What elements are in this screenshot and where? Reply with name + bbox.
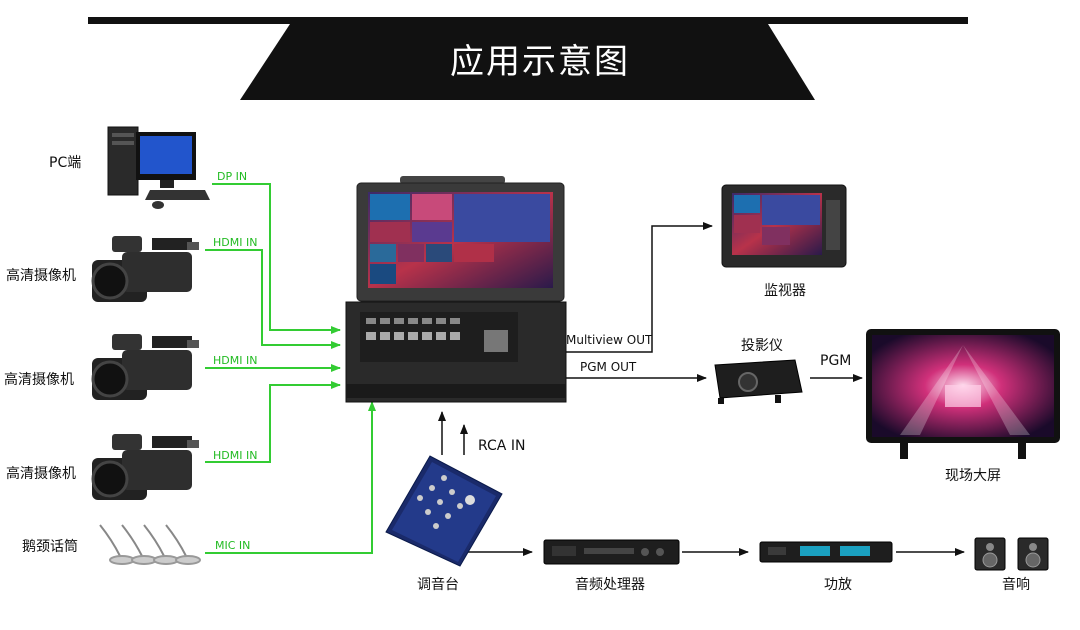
mixer-icon [385,455,503,567]
device-label-amplifier: 功放 [824,577,852,593]
signal-label-pgm-out: PGM OUT [580,360,637,374]
speakers-icon [974,537,1049,571]
source-label-camera-2: 高清摄像机 [4,372,74,388]
gooseneck-microphone-icon [99,524,201,565]
amplifier-icon [759,541,893,563]
signal-label-hdmi-in-3: HDMI IN [213,449,258,462]
projector-icon [714,359,803,404]
signal-label-hdmi-in-1: HDMI IN [213,236,258,249]
signal-label-multiview-out: Multiview OUT [566,333,653,347]
input-connectors [205,183,376,554]
page-title: 应用示意图 [450,42,630,82]
signal-label-dp-in: DP IN [217,170,248,183]
device-label-monitor: 监视器 [764,283,806,299]
device-label-audio-processor: 音频处理器 [575,577,645,593]
output-connectors [438,222,965,556]
camcorder-icon [91,434,199,500]
portable-switcher-icon [345,176,567,403]
signal-label-pgm: PGM [820,353,852,369]
device-label-speakers: 音响 [1002,577,1030,593]
signal-label-rca-in: RCA IN [478,438,526,454]
monitor-icon [721,184,847,268]
device-label-projector: 投影仪 [741,338,783,354]
camcorder-icon [91,334,199,400]
signal-label-hdmi-in-2: HDMI IN [213,354,258,367]
device-label-big-screen: 现场大屏 [945,468,1001,484]
source-label-camera-1: 高清摄像机 [6,268,76,284]
desktop-pc-icon [107,126,210,209]
device-label-mixer: 调音台 [417,577,459,593]
big-screen-icon [866,329,1060,459]
source-label-pc: PC端 [49,155,82,171]
signal-label-mic-in: MIC IN [215,539,251,552]
title-banner [88,17,968,100]
source-label-camera-3: 高清摄像机 [6,466,76,482]
audio-processor-icon [543,539,680,565]
source-label-microphones: 鹅颈话筒 [22,539,78,555]
camcorder-icon [91,236,199,302]
